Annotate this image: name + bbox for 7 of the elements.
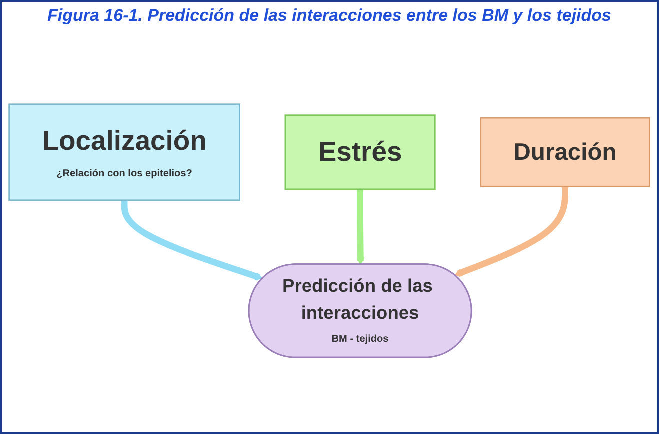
arrow (454, 186, 568, 277)
arrow (356, 189, 365, 266)
node-box: Localización ¿Relación con los epitelios? (8, 104, 240, 202)
node-box: Estrés (284, 114, 436, 190)
figure-title: Figura 16-1. Predicción de las interacciones entre los BM y los tejidos (46, 5, 612, 27)
arrow (121, 200, 264, 281)
node-box: Duración (480, 117, 650, 188)
